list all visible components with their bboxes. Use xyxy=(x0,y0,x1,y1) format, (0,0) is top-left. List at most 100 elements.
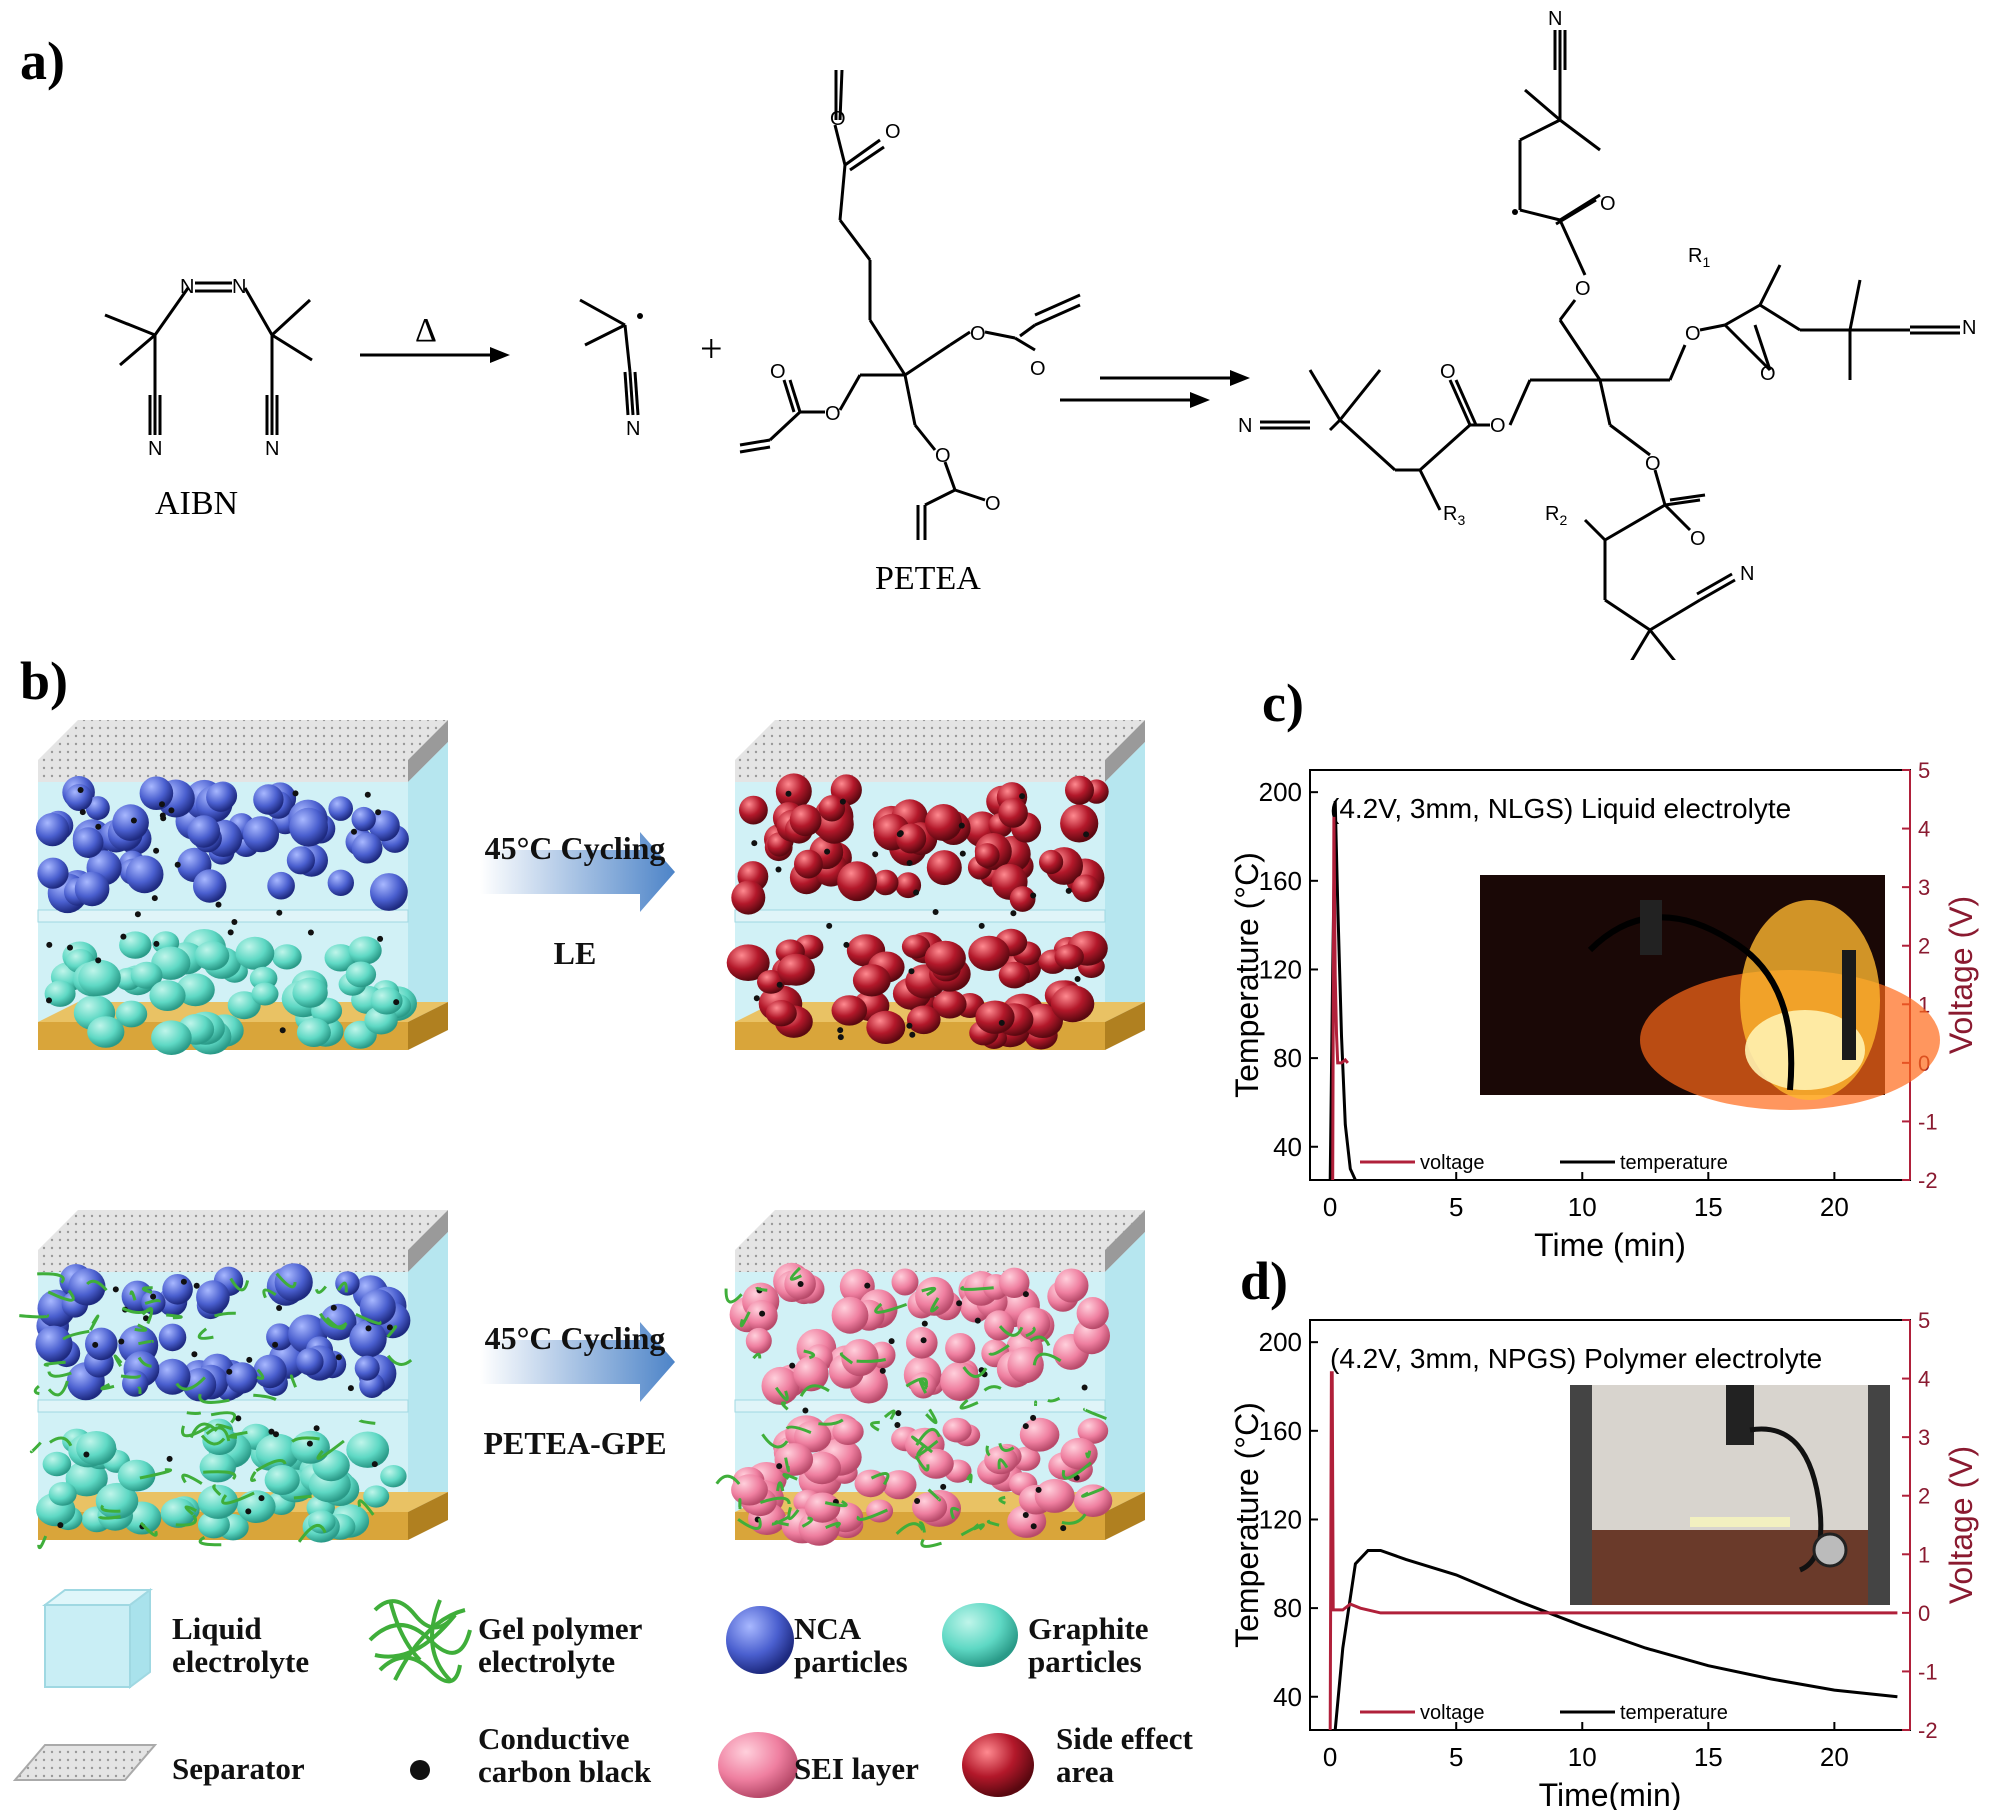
legend-graphite: Graphite particles xyxy=(1028,1611,1149,1679)
aibn-label: AIBN xyxy=(155,485,239,522)
chart-d-y2tick-label-0: -2 xyxy=(1918,1718,1938,1743)
aibn-n2: N xyxy=(232,276,246,298)
separator-icon xyxy=(12,1744,158,1781)
chart-c-y2tick-label-0: -2 xyxy=(1918,1168,1938,1193)
carbon-black-icon xyxy=(410,1760,430,1780)
legend-sei: SEI layer xyxy=(794,1751,919,1786)
chart-d-y2tick-label-7: 5 xyxy=(1918,1308,1930,1333)
chart-d-xtick-label-2: 10 xyxy=(1568,1742,1597,1772)
chart-d-ytick-label-0: 40 xyxy=(1273,1682,1302,1712)
cycling-label-top: 45°C Cycling xyxy=(484,830,666,866)
chart-c-legend-temperature: temperature xyxy=(1620,1152,1728,1174)
petea-o4: O xyxy=(1030,358,1046,380)
petea-o7: O xyxy=(935,445,951,467)
chart-d-legend-voltage: voltage xyxy=(1420,1702,1485,1724)
chart-c-ytick-label-1: 80 xyxy=(1273,1043,1302,1073)
chart-c-y2tick-label-6: 4 xyxy=(1918,817,1930,842)
chart-c-xtick-label-0: 0 xyxy=(1323,1192,1337,1222)
cycling-sub-bottom: PETEA-GPE xyxy=(483,1425,667,1461)
chart-c-y2tick-label-5: 3 xyxy=(1918,875,1930,900)
petea-o5: O xyxy=(825,403,841,425)
gel-polymer-icon xyxy=(368,1599,472,1684)
chart-c-xlabel: Time (min) xyxy=(1534,1227,1686,1263)
chart-d-y2tick-label-4: 2 xyxy=(1918,1484,1930,1509)
chart-d-xtick-label-4: 20 xyxy=(1820,1742,1849,1772)
cell-gpe-before-particles xyxy=(19,1263,413,1550)
product-r3: R3 xyxy=(1443,503,1465,528)
chart-d-y2tick-label-1: -1 xyxy=(1918,1659,1938,1684)
cycling-label-bottom: 45°C Cycling xyxy=(484,1320,666,1356)
liquid-electrolyte-icon xyxy=(42,1588,153,1689)
plus-sign: + xyxy=(700,326,723,371)
aibn-n4: N xyxy=(265,438,279,460)
product-o1: O xyxy=(1575,278,1591,300)
battery-schematics xyxy=(19,720,1145,1550)
chart-d-ytick-label-4: 200 xyxy=(1259,1327,1302,1357)
cell-le-after-particles xyxy=(726,773,1109,1050)
heat-symbol: Δ xyxy=(415,312,437,349)
chart-d-legend-temperature: temperature xyxy=(1620,1702,1728,1724)
chart-d-ytick-label-2: 120 xyxy=(1259,1504,1302,1534)
cycling-arrow-bottom xyxy=(480,1322,675,1402)
petea-label: PETEA xyxy=(875,560,981,597)
chart-c-y2label: Voltage (V) xyxy=(1943,896,1979,1054)
legend-nca: NCA particles xyxy=(794,1611,908,1679)
petea-o2: O xyxy=(830,108,846,130)
petea-o6: O xyxy=(770,361,786,383)
product-o3: O xyxy=(1685,323,1701,345)
chart-c-legend-voltage: voltage xyxy=(1420,1152,1485,1174)
cell-gpe-after-particles xyxy=(715,1262,1113,1548)
graphite-particle-icon xyxy=(942,1603,1018,1667)
chart-c-xtick-label-1: 5 xyxy=(1449,1192,1463,1222)
chart-c-title: (4.2V, 3mm, NLGS) Liquid electrolyte xyxy=(1330,793,1791,824)
reaction-scheme: N N N N N O O O O O O O O N O O O O N O … xyxy=(104,8,1976,660)
product-n3: N xyxy=(1238,415,1252,437)
chart-d-ylabel: Temperature (°C) xyxy=(1230,1402,1265,1648)
aibn-n1: N xyxy=(180,276,194,298)
legend-liquid-electrolyte: Liquid electrolyte xyxy=(172,1611,310,1679)
legend-side-effect: Side effect area xyxy=(1056,1721,1193,1789)
product-n1: N xyxy=(1548,8,1562,30)
chart-d-xtick-label-0: 0 xyxy=(1323,1742,1337,1772)
product-o6: O xyxy=(1440,361,1456,383)
chart-c-y2tick-label-4: 2 xyxy=(1918,934,1930,959)
chart-c-xtick-label-2: 10 xyxy=(1568,1192,1597,1222)
petea-o3: O xyxy=(970,323,986,345)
radical-n: N xyxy=(626,418,640,440)
chart-d-series-voltage xyxy=(1328,1371,1898,1731)
chart-c-ytick-label-2: 120 xyxy=(1259,954,1302,984)
panel-label-b: b) xyxy=(20,651,69,711)
chart-d-series-temperature xyxy=(1333,1549,1898,1731)
chart-d-ytick-label-1: 80 xyxy=(1273,1593,1302,1623)
legend-icons xyxy=(12,1588,1034,1798)
chart-c-inset-photo xyxy=(1480,875,1940,1110)
chart-d-xlabel: Time(min) xyxy=(1539,1777,1682,1810)
chart-d-ytick-label-3: 160 xyxy=(1259,1416,1302,1446)
product-n4: N xyxy=(1740,563,1754,585)
chart-d-y2tick-label-5: 3 xyxy=(1918,1425,1930,1450)
legend-gel-polymer: Gel polymer electrolyte xyxy=(478,1611,642,1679)
product-o4: O xyxy=(1760,363,1776,385)
chart-c-y2tick-label-7: 5 xyxy=(1918,758,1930,783)
product-o2: O xyxy=(1600,193,1616,215)
chart-c-series-voltage xyxy=(1331,816,1349,1181)
chart-d-y2tick-label-2: 0 xyxy=(1918,1601,1930,1626)
petea-o8: O xyxy=(985,493,1001,515)
chart-d-y2label: Voltage (V) xyxy=(1943,1446,1979,1604)
product-r2: R2 xyxy=(1545,503,1567,528)
product-o5: O xyxy=(1490,415,1506,437)
panel-label-a: a) xyxy=(20,31,65,91)
chart-d-title: (4.2V, 3mm, NPGS) Polymer electrolyte xyxy=(1330,1343,1822,1374)
product-o7: O xyxy=(1645,453,1661,475)
chart-d-y2tick-label-6: 4 xyxy=(1918,1367,1930,1392)
panel-label-c: c) xyxy=(1262,673,1304,733)
product-r1: R1 xyxy=(1688,245,1710,270)
product-o8: O xyxy=(1690,528,1706,550)
sei-layer-icon xyxy=(718,1732,798,1798)
chart-c-xtick-label-4: 20 xyxy=(1820,1192,1849,1222)
cell-le-before-particles xyxy=(35,776,417,1055)
chart-c-y2tick-label-1: -1 xyxy=(1918,1109,1938,1134)
legend-carbon-black: Conductive carbon black xyxy=(478,1721,652,1789)
